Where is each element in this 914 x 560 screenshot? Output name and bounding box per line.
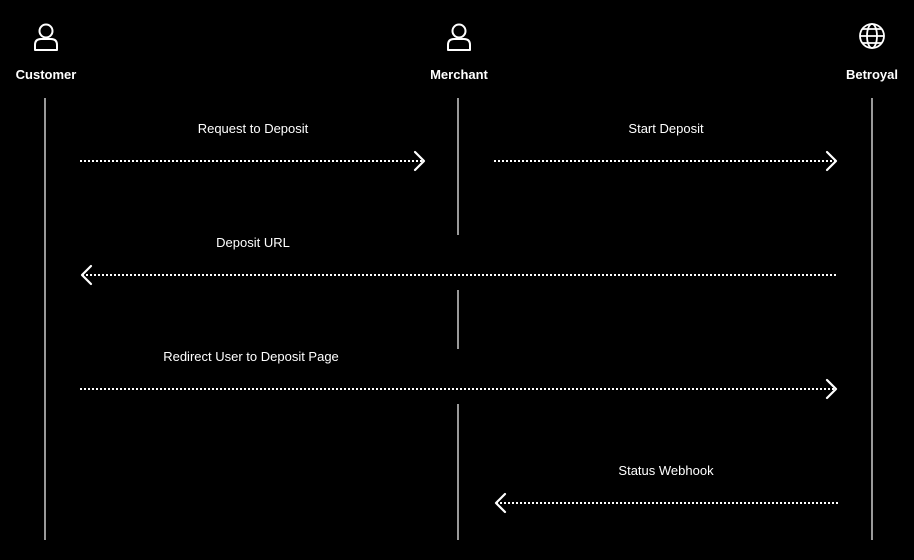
message-label-redirect-user: Redirect User to Deposit Page xyxy=(163,349,339,364)
message-status-webhook: Status Webhook xyxy=(494,463,838,514)
arrow-head-right-icon xyxy=(413,150,426,172)
actor-merchant: Merchant xyxy=(430,23,489,540)
globe-icon xyxy=(859,23,885,49)
actor-customer: Customer xyxy=(16,23,77,540)
message-start-deposit: Start Deposit xyxy=(494,121,838,172)
message-redirect-user: Redirect User to Deposit Page xyxy=(80,349,838,400)
message-label-deposit-url: Deposit URL xyxy=(216,235,290,250)
actor-label-betroyal: Betroyal xyxy=(846,67,898,82)
message-deposit-url: Deposit URL xyxy=(80,235,838,286)
arrow-head-right-icon xyxy=(825,150,838,172)
user-icon xyxy=(34,23,58,51)
actor-label-customer: Customer xyxy=(16,67,77,82)
message-request-deposit: Request to Deposit xyxy=(80,121,426,172)
actor-label-merchant: Merchant xyxy=(430,67,488,82)
arrow-head-right-icon xyxy=(825,378,838,400)
arrow-head-left-icon xyxy=(80,264,93,286)
arrow-head-left-icon xyxy=(494,492,507,514)
message-label-status-webhook: Status Webhook xyxy=(618,463,714,478)
message-label-request-deposit: Request to Deposit xyxy=(198,121,309,136)
actor-betroyal: Betroyal xyxy=(846,23,898,540)
user-icon xyxy=(447,23,471,51)
message-label-start-deposit: Start Deposit xyxy=(628,121,704,136)
